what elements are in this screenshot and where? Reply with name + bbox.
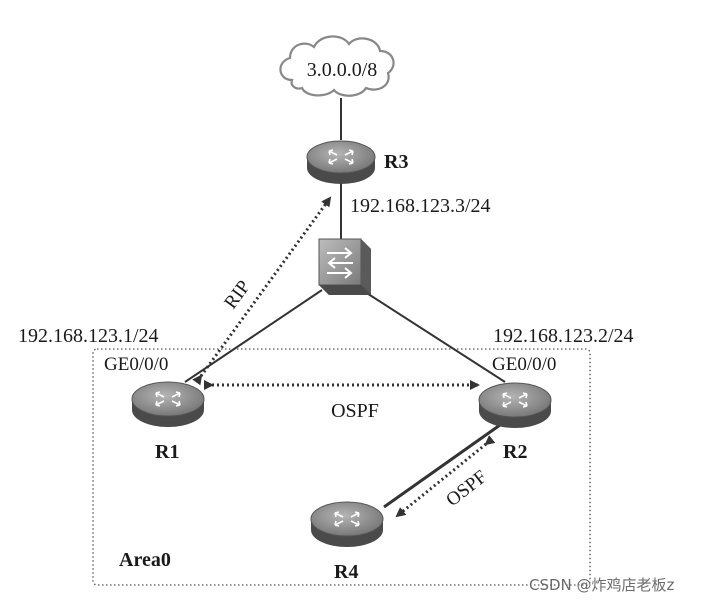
link-switch-r1: [184, 289, 323, 383]
ospf-arrow-r2-r4: [395, 435, 496, 518]
switch: [318, 238, 371, 295]
link-switch-r2: [361, 289, 506, 383]
watermark: CSDN @炸鸡店老板z: [529, 576, 675, 594]
r1-ip-label: 192.168.123.1/24: [18, 325, 159, 347]
ospf-label-r1-r2: OSPF: [331, 400, 379, 422]
cloud-label: 3.0.0.0/8: [307, 59, 378, 81]
router-r3: [306, 140, 376, 184]
router-r4-label: R4: [334, 561, 358, 583]
router-r2: [478, 382, 552, 428]
cloud-icon: [279, 35, 395, 97]
r3-ip-label: 192.168.123.3/24: [350, 195, 491, 217]
router-r1-label: R1: [155, 441, 179, 463]
router-r2-label: R2: [503, 441, 527, 463]
router-r3-label: R3: [384, 151, 408, 173]
area0-boundary: [92, 348, 591, 586]
r1-interface-label: GE0/0/0: [104, 354, 168, 375]
r2-interface-label: GE0/0/0: [492, 354, 556, 375]
rip-arrow: [192, 196, 332, 386]
r2-ip-label: 192.168.123.2/24: [493, 325, 634, 347]
router-r4: [310, 501, 384, 547]
router-r1: [131, 381, 205, 427]
area-label: Area0: [119, 549, 171, 571]
rip-label: RIP: [220, 277, 254, 313]
switch-icon: [327, 247, 353, 279]
cloud-network: 3.0.0.0/8: [279, 35, 395, 97]
